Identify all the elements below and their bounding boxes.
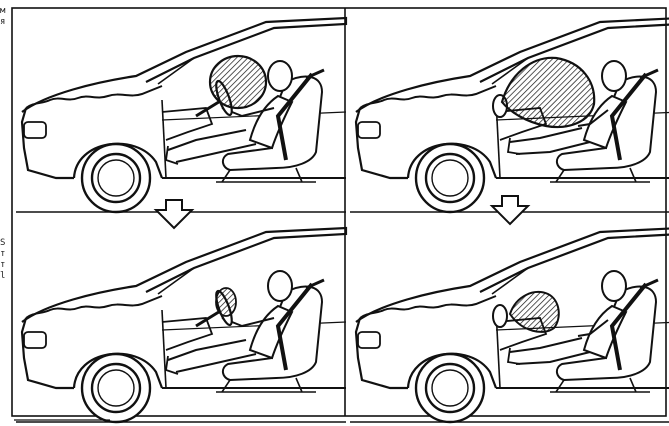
airbag-deflated-passenger bbox=[510, 292, 559, 332]
down-arrow-left bbox=[156, 200, 192, 228]
down-arrow-right bbox=[492, 196, 528, 224]
panel-driver-before bbox=[16, 18, 346, 212]
panel-passenger-before bbox=[350, 18, 669, 212]
airbag-inflated-passenger bbox=[502, 58, 594, 127]
airbag-deflated bbox=[216, 288, 236, 316]
airbag-inflated bbox=[210, 56, 266, 108]
panel-driver-after bbox=[16, 228, 346, 422]
panel-passenger-after bbox=[350, 228, 669, 422]
